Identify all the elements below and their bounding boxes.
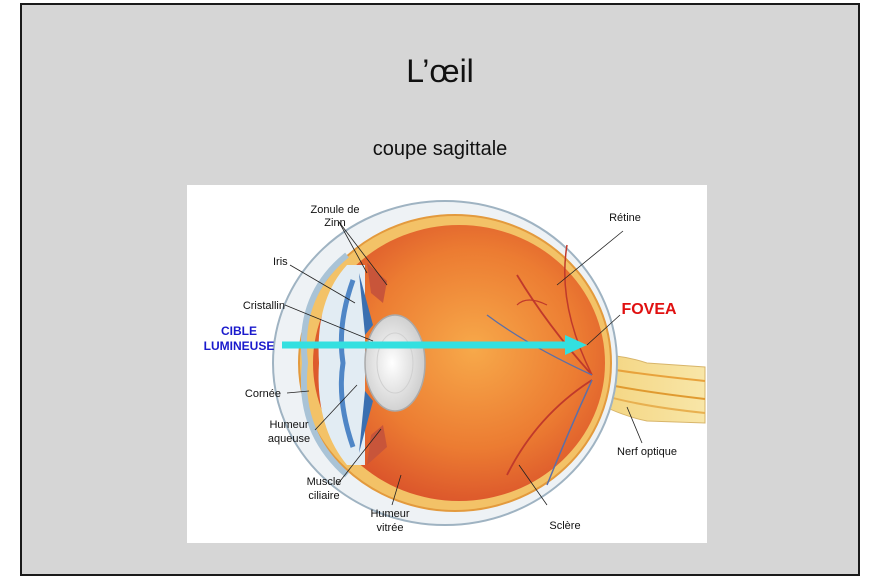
label-cristallin: Cristallin	[243, 300, 285, 312]
slide-title: L’œil	[22, 53, 858, 90]
label-muscle-1: Muscle	[307, 476, 342, 488]
lens-shape	[365, 315, 425, 411]
label-humeur-vitree-2: vitrée	[377, 522, 404, 534]
slide-subtitle: coupe sagittale	[22, 138, 858, 161]
label-cornee: Cornée	[245, 388, 281, 400]
eye-illustration: Zonule de Zinn Iris Cristallin CIBLE LUM…	[187, 185, 707, 543]
label-cible-2: LUMINEUSE	[204, 339, 275, 353]
label-humeur-aqueuse-2: aqueuse	[268, 433, 310, 445]
label-fovea: FOVEA	[621, 301, 677, 318]
label-retine: Rétine	[609, 212, 641, 224]
label-muscle-2: ciliaire	[308, 490, 339, 502]
label-zonule-2: Zinn	[324, 217, 345, 229]
label-iris: Iris	[273, 256, 288, 268]
label-cible-1: CIBLE	[221, 324, 257, 338]
label-sclere: Sclère	[549, 520, 580, 532]
slide: L’œil coupe sagittale	[20, 3, 860, 576]
label-nerf-optique: Nerf optique	[617, 446, 677, 458]
eye-diagram: Zonule de Zinn Iris Cristallin CIBLE LUM…	[187, 185, 707, 543]
label-humeur-aqueuse-1: Humeur	[269, 419, 308, 431]
label-zonule-1: Zonule de	[311, 204, 360, 216]
label-humeur-vitree-1: Humeur	[370, 508, 409, 520]
